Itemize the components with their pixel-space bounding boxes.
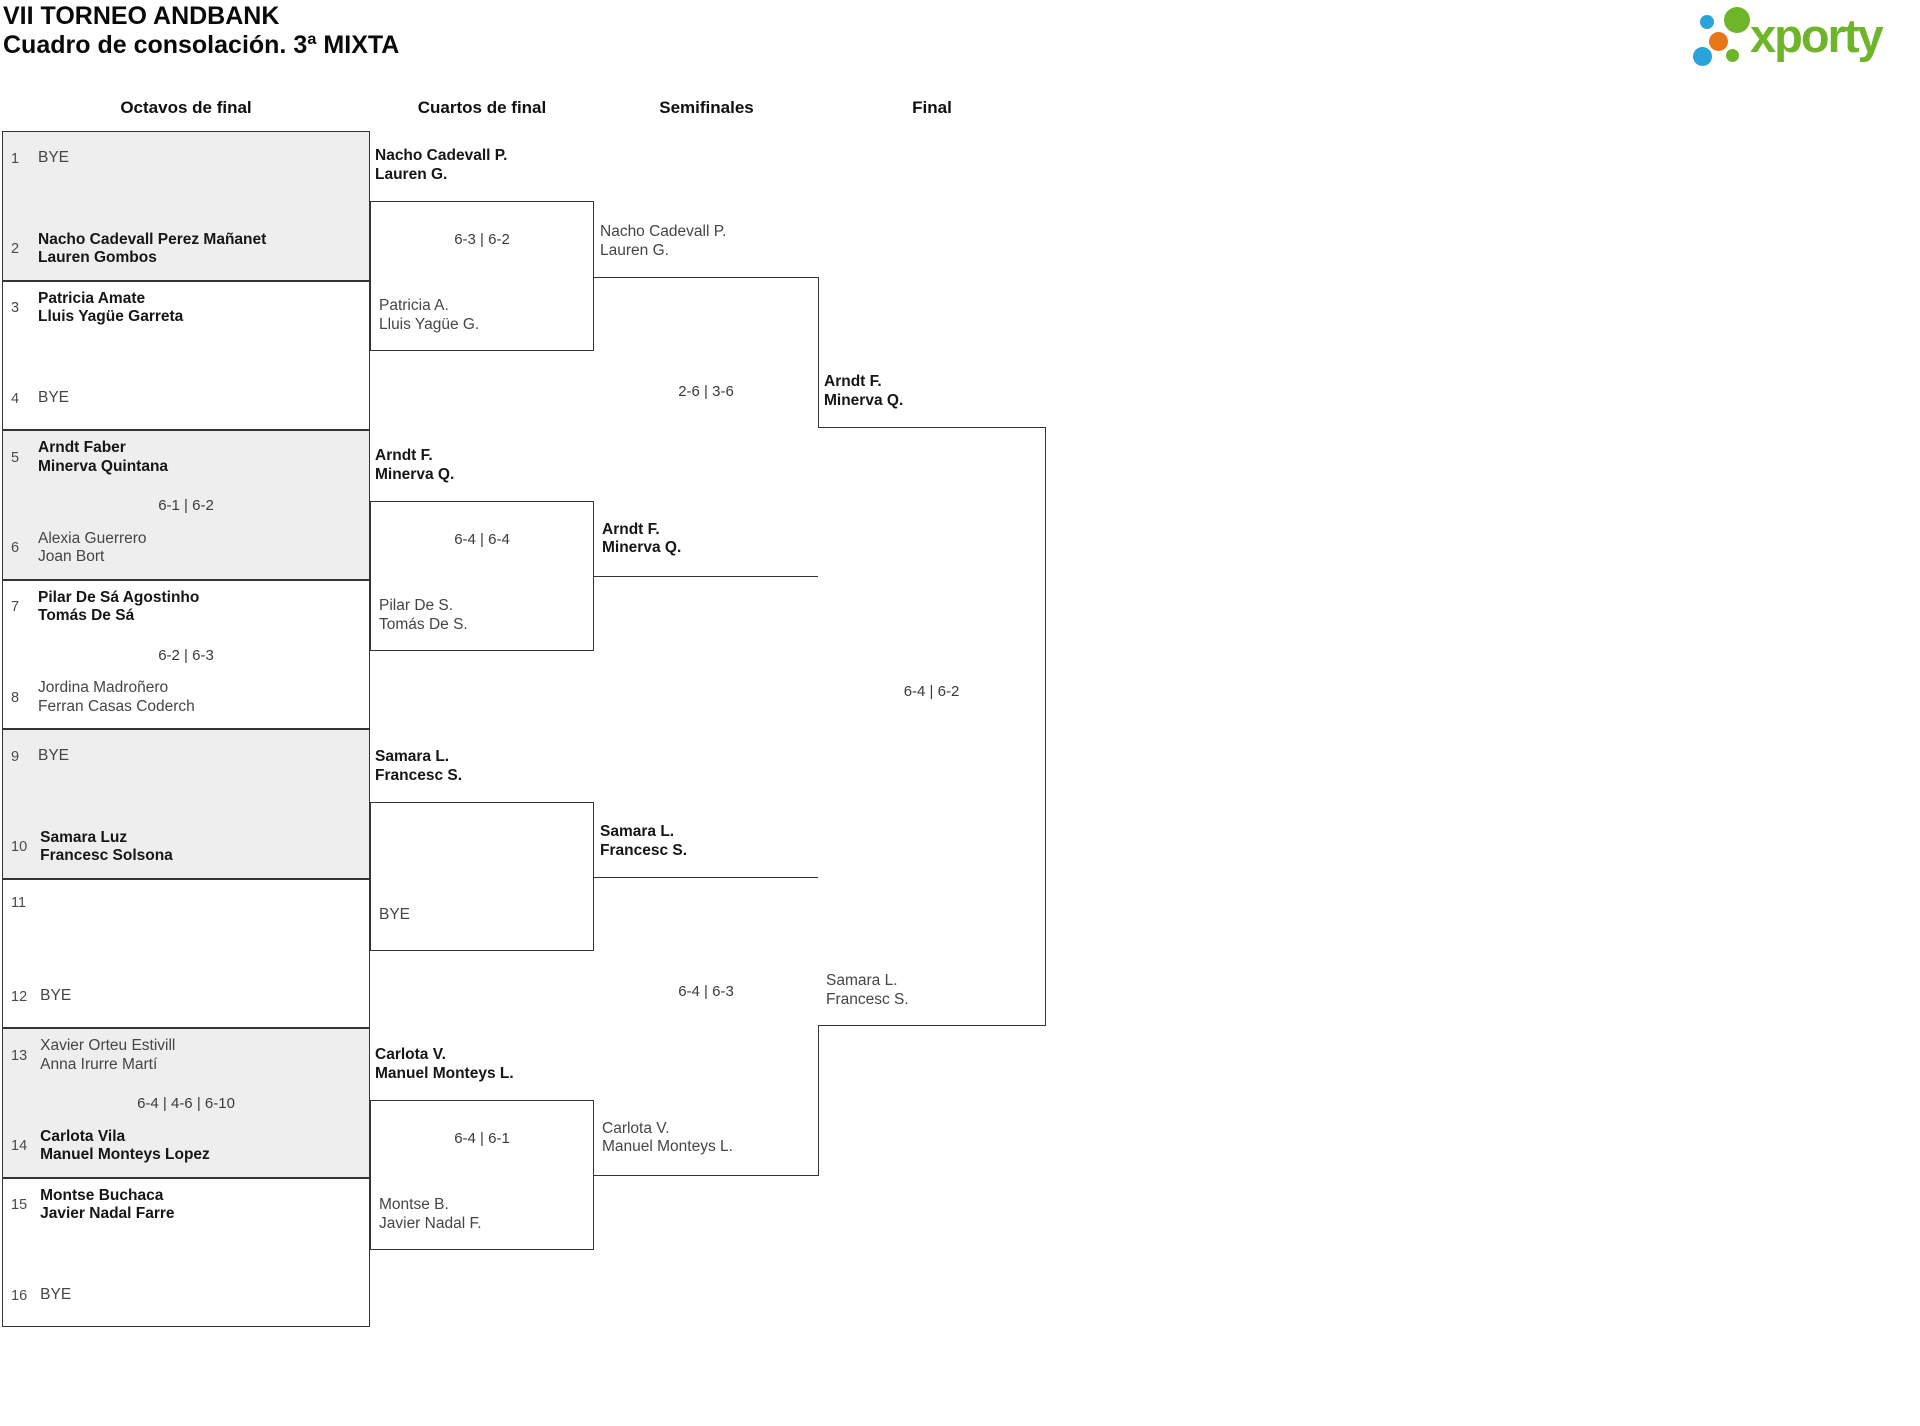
match-final: 6-4 | 6-2 Samara L.Francesc S.: [818, 426, 1046, 1026]
team-slot: 16 BYE: [11, 1276, 363, 1315]
advancing-team-label: Arndt F.Minerva Q.: [602, 520, 682, 557]
advancing-team-label: Samara L.Francesc S.: [600, 823, 688, 859]
match-score: 6-4 | 6-4: [454, 531, 510, 548]
team-name: BYE: [40, 987, 72, 1005]
match-qf-2: 6-4 | 6-4 Pilar De S.Tomás De S.: [370, 501, 594, 651]
seed-number: 15: [11, 1197, 28, 1213]
team-slot: 4 BYE: [11, 379, 363, 418]
seed-number: 12: [11, 988, 28, 1005]
advancing-team-label: Carlota V.Manuel Monteys L.: [602, 1119, 733, 1156]
team-name: BYE: [38, 747, 70, 765]
advancing-team-label: Nacho Cadevall P.Lauren G.: [600, 223, 727, 259]
xporty-logo[interactable]: xporty: [1688, 2, 1918, 80]
team-name: BYE: [38, 149, 70, 167]
round-header-final: Final: [912, 98, 952, 117]
seed-number: 7: [11, 599, 20, 615]
round-header-cuartos: Cuartos de final: [417, 98, 547, 117]
advancing-team-label: BYE: [379, 905, 411, 923]
seed-number: 13: [11, 1047, 28, 1064]
advancing-team-label: Carlota V.Manuel Monteys L.: [375, 1046, 514, 1082]
logo-dot-green-small-icon: [1726, 49, 1739, 62]
seed-number: 14: [11, 1138, 28, 1154]
match-score: 6-3 | 6-2: [454, 231, 510, 248]
logo-dot-orange-icon: [1709, 32, 1728, 51]
seed-number: 1: [11, 150, 20, 167]
team-slot: 9 BYE: [11, 737, 363, 776]
advancing-team-label: Arndt F.Minerva Q.: [824, 373, 904, 409]
seed-number: 3: [11, 300, 20, 316]
team-slot: 11: [11, 884, 363, 923]
seed-number: 5: [11, 449, 20, 466]
advancing-team-label: Patricia A.Lluis Yagüe G.: [379, 297, 480, 333]
advancing-team-label: Samara L.Francesc S.: [375, 748, 463, 784]
team-slot: 1 BYE: [11, 139, 363, 178]
seed-number: 10: [11, 839, 28, 855]
match-score: 6-1 | 6-2: [158, 497, 214, 514]
page-title: VII TORNEO ANDBANK Cuadro de consolación…: [3, 2, 399, 60]
logo-dot-blue-large-icon: [1693, 47, 1712, 66]
match-qf-4: 6-4 | 6-1 Montse B.Javier Nadal F.: [370, 1100, 594, 1250]
match-score: 6-4 | 4-6 | 6-10: [137, 1095, 235, 1112]
seed-number: 4: [11, 390, 20, 407]
seed-number: 8: [11, 689, 20, 706]
team-name: BYE: [40, 1286, 72, 1304]
match-score: 6-4 | 6-3: [678, 982, 734, 1000]
match-qf-1: 6-3 | 6-2 Patricia A.Lluis Yagüe G.: [370, 201, 594, 351]
logo-dot-green-large-icon: [1724, 7, 1750, 33]
advancing-team-label: Arndt F.Minerva Q.: [375, 447, 455, 483]
match-score: 6-4 | 6-1: [454, 1130, 510, 1147]
match-score: 6-2 | 6-3: [158, 646, 214, 664]
advancing-team-label: Montse B.Javier Nadal F.: [379, 1196, 482, 1232]
tournament-name: VII TORNEO ANDBANK: [3, 2, 280, 30]
round-header-octavos: Octavos de final: [120, 98, 252, 117]
match-score: 2-6 | 3-6: [678, 382, 734, 400]
seed-number: 9: [11, 748, 20, 765]
match-sf-2: 6-4 | 6-3 Carlota V.Manuel Monteys L.: [594, 876, 819, 1176]
team-name: BYE: [38, 389, 70, 407]
match-qf-3: BYE: [370, 801, 594, 951]
seed-number: 2: [11, 241, 20, 257]
round-header-semifinales: Semifinales: [659, 98, 754, 117]
bracket-subtitle: Cuadro de consolación. 3ª MIXTA: [3, 31, 400, 59]
team-slot: 12 BYE: [11, 977, 363, 1016]
match-score: 6-4 | 6-2: [903, 682, 960, 700]
advancing-team-label: Samara L.Francesc S.: [826, 972, 909, 1008]
match-sf-1: 2-6 | 3-6 Arndt F.Minerva Q.: [594, 276, 819, 577]
advancing-team-label: Nacho Cadevall P.Lauren G.: [375, 147, 508, 183]
match-r16-6: 11 12 BYE: [2, 878, 370, 1028]
seed-number: 6: [11, 540, 20, 556]
seed-number: 16: [11, 1287, 28, 1304]
advancing-team-label: Pilar De S.Tomás De S.: [379, 597, 468, 633]
logo-wordmark: xporty: [1750, 9, 1884, 62]
logo-dot-blue-small-icon: [1700, 15, 1714, 29]
seed-number: 11: [11, 895, 27, 911]
